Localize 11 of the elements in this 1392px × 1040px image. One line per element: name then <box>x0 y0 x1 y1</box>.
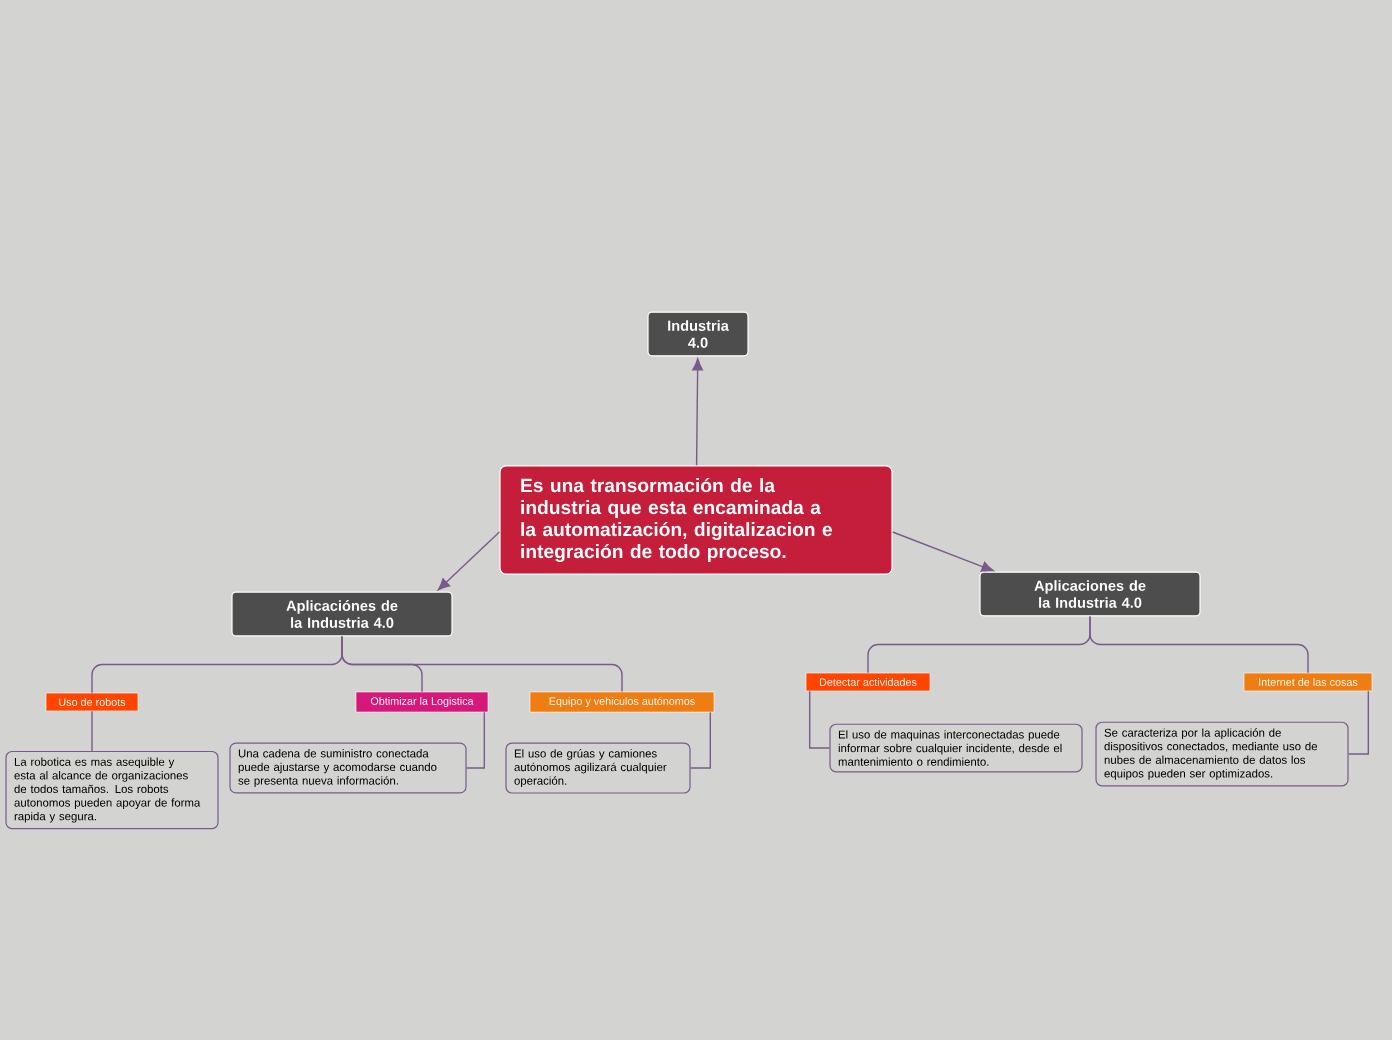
connector <box>341 635 623 693</box>
connector <box>91 710 93 752</box>
connector <box>689 711 711 769</box>
connector <box>1089 615 1309 674</box>
connector <box>1347 690 1369 755</box>
connector <box>465 711 485 769</box>
connector <box>891 531 994 572</box>
connector <box>692 358 704 467</box>
connector <box>437 531 501 591</box>
connector <box>809 690 831 749</box>
central-topic-box: Es una transormación de la industria que esta encaminada a la automatización, digitalizacion e integración de todo proceso. <box>499 465 893 575</box>
